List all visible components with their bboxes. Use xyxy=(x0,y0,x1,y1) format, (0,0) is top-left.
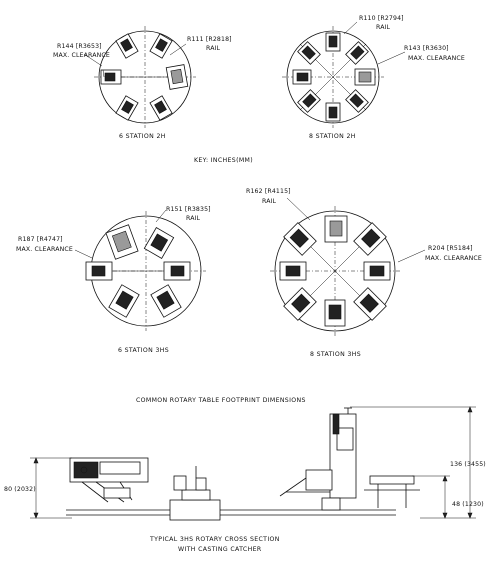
dim-overall-height-left: 80 (2032) xyxy=(4,486,36,493)
clearance-word: MAX. CLEARANCE xyxy=(16,246,73,253)
station xyxy=(115,33,139,59)
rail-label: R111 [R2818] xyxy=(187,36,232,43)
diagram-caption: 8 STATION 3HS xyxy=(310,351,361,358)
rail-label: R151 [R3835] xyxy=(166,206,211,213)
section-caption-line-1: TYPICAL 3HS ROTARY CROSS SECTION xyxy=(149,536,280,543)
station xyxy=(149,95,173,121)
clearance-label: R187 [R4747] xyxy=(18,236,63,243)
diagram-caption: 6 STATION 3HS xyxy=(118,347,169,354)
rail-label: R110 [R2794] xyxy=(359,15,404,22)
station xyxy=(149,33,173,59)
rail-word: RAIL xyxy=(186,215,201,222)
diagram-8-station-2h: R110 [R2794] RAIL R143 [R3630] MAX. CLEA… xyxy=(282,15,465,140)
section-caption-line-2: WITH CASTING CATCHER xyxy=(178,546,262,553)
diagram-6-station-3hs: R151 [R3835] RAIL R187 [R4747] MAX. CLEA… xyxy=(16,206,211,354)
rail-label: R162 [R4115] xyxy=(246,188,291,195)
diagram-6-station-2h: R111 [R2818] RAIL R144 [R3653] MAX. CLEA… xyxy=(53,26,232,140)
rail-circle xyxy=(274,210,396,332)
diagram-caption: 6 STATION 2H xyxy=(119,133,166,140)
clearance-label: R204 [R5184] xyxy=(428,245,473,252)
clearance-label: R143 [R3630] xyxy=(404,45,449,52)
dim-tower-height: 136 (3455) xyxy=(450,461,486,468)
rail-word: RAIL xyxy=(376,24,391,31)
cross-section-3hs: 80 (2032) 136 (3455) 48 (1230) TYPICAL 3… xyxy=(4,406,486,553)
clearance-label: R144 [R3653] xyxy=(57,43,102,50)
station xyxy=(115,95,139,121)
clearance-word: MAX. CLEARANCE xyxy=(408,55,465,62)
footprint-title: COMMON ROTARY TABLE FOOTPRINT DIMENSIONS xyxy=(136,397,306,404)
diagram-caption: 8 STATION 2H xyxy=(309,133,356,140)
rail-word: RAIL xyxy=(206,45,221,52)
units-key: KEY: INCHES(MM) xyxy=(194,157,253,164)
dim-catcher-height: 48 (1230) xyxy=(452,501,484,508)
clearance-word: MAX. CLEARANCE xyxy=(53,52,110,59)
diagram-8-station-3hs: R162 [R4115] RAIL R204 [R5184] MAX. CLEA… xyxy=(246,188,482,358)
clearance-word: MAX. CLEARANCE xyxy=(425,255,482,262)
station xyxy=(165,64,189,90)
rail-word: RAIL xyxy=(262,198,277,205)
station xyxy=(100,69,122,85)
